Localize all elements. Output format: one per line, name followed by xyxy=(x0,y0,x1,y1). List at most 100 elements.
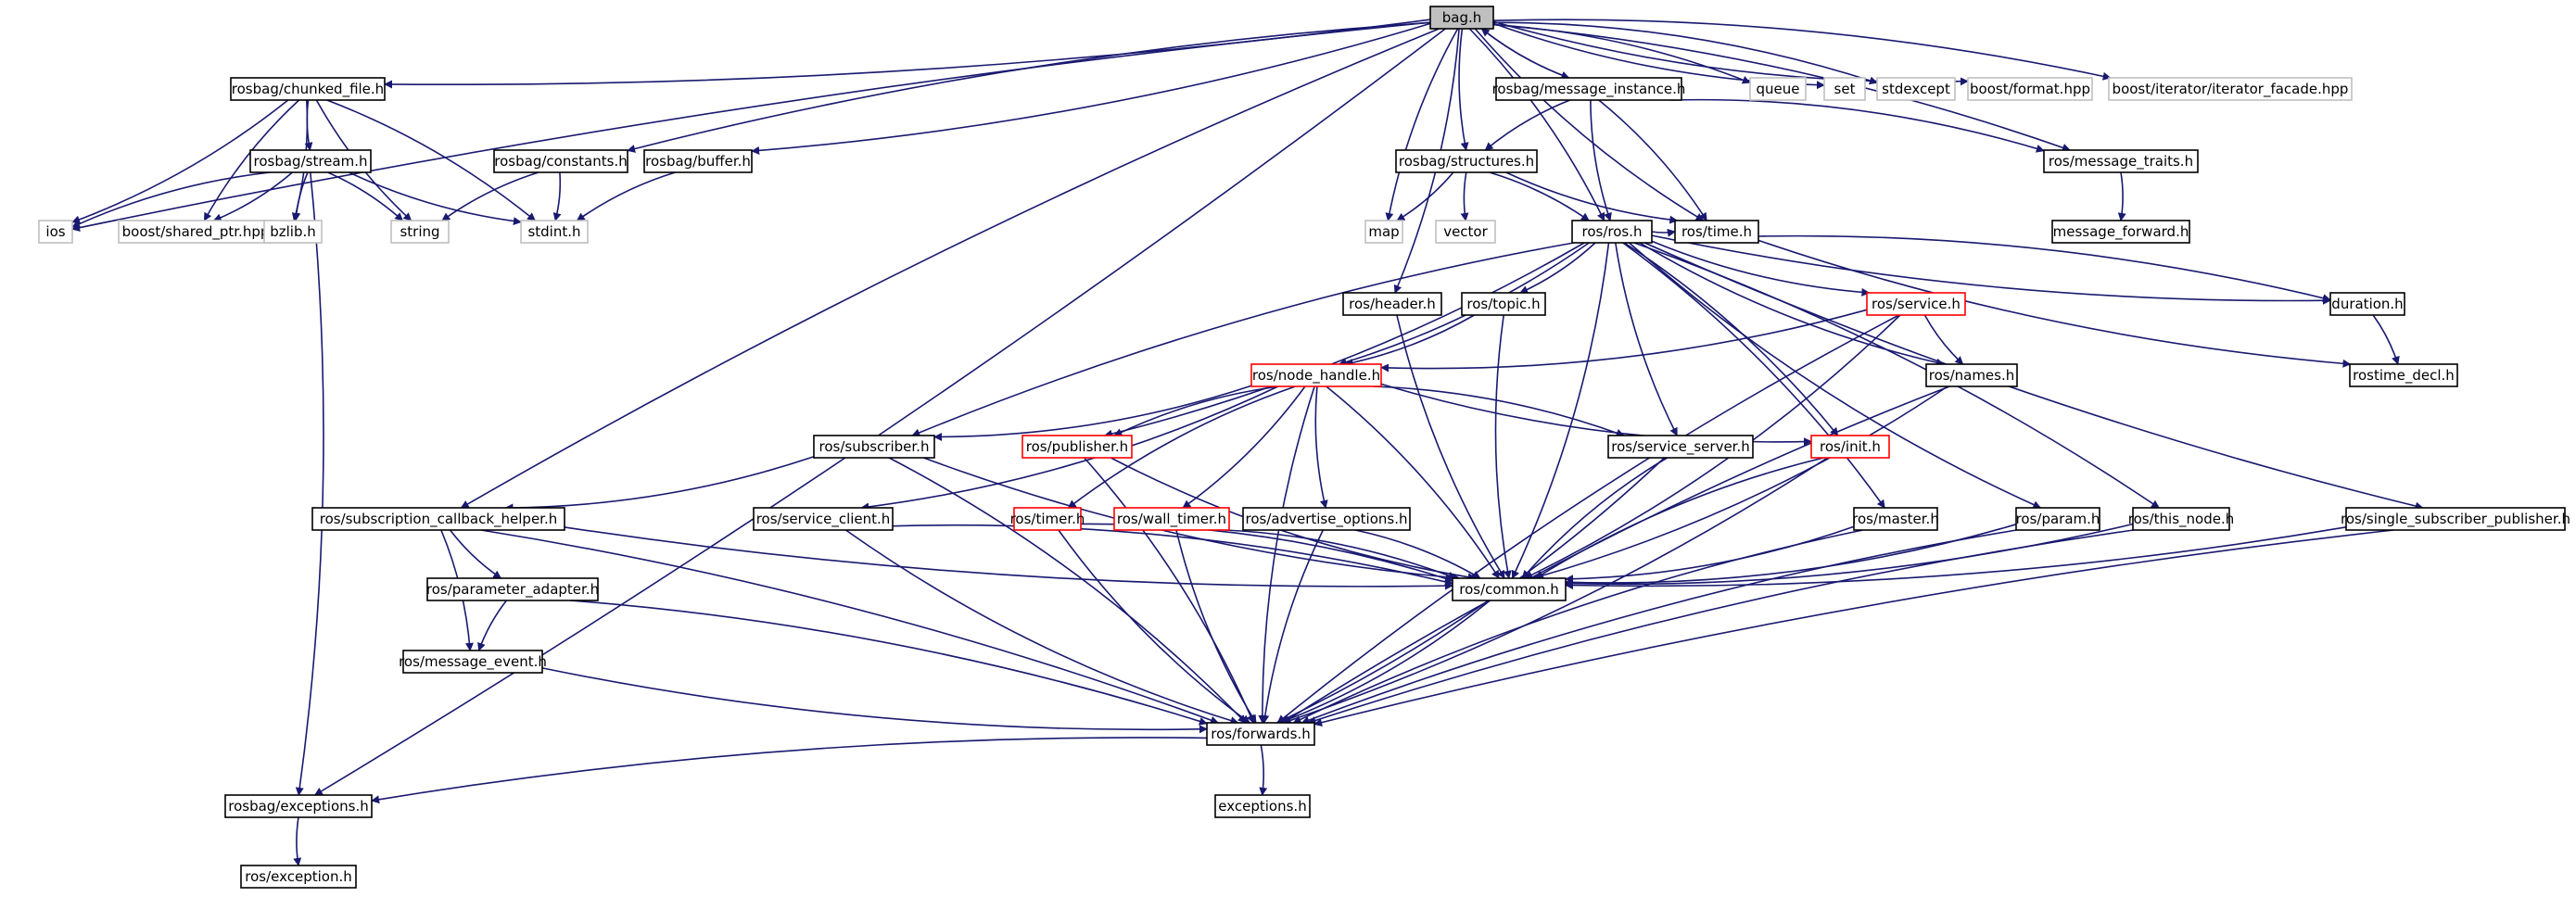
node-stream[interactable]: rosbag/stream.h xyxy=(249,149,372,173)
node-message_forward[interactable]: message_forward.h xyxy=(2051,220,2190,244)
node-stdint[interactable]: stdint.h xyxy=(520,220,589,244)
edge-message_instance-to-ros xyxy=(1590,99,1612,221)
node-label-boost_format: boost/format.hpp xyxy=(1970,81,2090,97)
node-map[interactable]: map xyxy=(1364,220,1403,244)
node-publisher[interactable]: ros/publisher.h xyxy=(1022,435,1133,459)
node-bag[interactable]: bag.h xyxy=(1429,6,1494,30)
node-chunked_file[interactable]: rosbag/chunked_file.h xyxy=(230,77,386,101)
edge-bag-to-ros xyxy=(1468,28,1605,221)
node-queue[interactable]: queue xyxy=(1749,77,1807,101)
node-parameter_adapter[interactable]: ros/parameter_adapter.h xyxy=(426,577,599,601)
edge-bag-to-message_instance xyxy=(1480,28,1570,80)
node-time[interactable]: ros/time.h xyxy=(1674,220,1759,244)
node-boost_iter[interactable]: boost/iterator/iterator_facade.hpp xyxy=(2108,77,2353,101)
node-label-common: ros/common.h xyxy=(1459,581,1559,598)
node-this_node[interactable]: ros/this_node.h xyxy=(2128,507,2234,531)
node-message_event[interactable]: ros/message_event.h xyxy=(399,650,547,674)
node-box-constants xyxy=(493,149,628,173)
node-advertise_options[interactable]: ros/advertise_options.h xyxy=(1242,507,1411,531)
edge-ros-to-single_sub_pub xyxy=(1643,242,2424,511)
node-message_instance[interactable]: rosbag/message_instance.h xyxy=(1492,77,1686,101)
node-single_sub_pub[interactable]: ros/single_subscriber_publisher.h xyxy=(2341,507,2570,531)
node-label-parameter_adapter: ros/parameter_adapter.h xyxy=(426,581,599,599)
node-stdexcept[interactable]: stdexcept xyxy=(1876,77,1956,101)
node-node_handle[interactable]: ros/node_handle.h xyxy=(1250,363,1382,387)
node-boost_format[interactable]: boost/format.hpp xyxy=(1967,77,2093,101)
edge-bag-to-constants xyxy=(627,21,1431,153)
node-timer[interactable]: ros/timer.h xyxy=(1010,507,1085,531)
node-box-service xyxy=(1866,292,1966,316)
edges-layer xyxy=(71,19,2424,866)
node-label-set: set xyxy=(1834,81,1856,97)
edge-stream-to-exceptions xyxy=(295,171,324,796)
node-label-chunked_file: rosbag/chunked_file.h xyxy=(232,81,384,98)
edge-bag-to-exceptions xyxy=(313,28,1446,796)
node-box-header xyxy=(1342,292,1442,316)
node-string[interactable]: string xyxy=(390,220,450,244)
node-box-duration xyxy=(2329,292,2405,316)
node-label-header: ros/header.h xyxy=(1349,296,1436,312)
node-label-vector: vector xyxy=(1443,223,1488,240)
node-names[interactable]: ros/names.h xyxy=(1925,363,2018,387)
node-bzlib[interactable]: bzlib.h xyxy=(263,220,323,244)
node-box-structures xyxy=(1395,149,1538,173)
node-exceptions[interactable]: rosbag/exceptions.h xyxy=(224,794,373,818)
node-structures[interactable]: rosbag/structures.h xyxy=(1395,149,1538,173)
node-exceptions_h[interactable]: exceptions.h xyxy=(1214,794,1311,818)
node-box-boost_format xyxy=(1967,77,2093,101)
node-vector[interactable]: vector xyxy=(1435,220,1496,244)
edge-common-to-forwards xyxy=(1278,600,1491,725)
edge-stream-to-shared_ptr xyxy=(212,171,293,222)
node-box-exceptions xyxy=(224,794,373,818)
node-wall_timer[interactable]: ros/wall_timer.h xyxy=(1113,507,1230,531)
node-box-timer xyxy=(1013,507,1082,531)
node-label-master: ros/master.h xyxy=(1852,511,1939,527)
node-header[interactable]: ros/header.h xyxy=(1342,292,1442,316)
node-forwards[interactable]: ros/forwards.h xyxy=(1206,722,1315,746)
node-box-parameter_adapter xyxy=(426,577,599,601)
node-subscriber[interactable]: ros/subscriber.h xyxy=(813,435,935,459)
edge-bag-to-time xyxy=(1474,28,1705,221)
node-box-stream xyxy=(249,149,372,173)
edge-ros-to-names xyxy=(1639,242,1945,367)
node-ros[interactable]: ros/ros.h xyxy=(1571,220,1653,244)
node-constants[interactable]: rosbag/constants.h xyxy=(493,149,628,173)
node-ios[interactable]: ios xyxy=(38,220,73,244)
node-param[interactable]: ros/param.h xyxy=(2015,507,2100,531)
edge-node_handle-to-service_client xyxy=(860,385,1279,512)
node-service_client[interactable]: ros/service_client.h xyxy=(753,507,894,531)
edge-topic-to-node_handle xyxy=(1344,314,1475,367)
node-label-message_instance: rosbag/message_instance.h xyxy=(1492,81,1686,98)
node-box-stdexcept xyxy=(1876,77,1956,101)
node-label-boost_iter: boost/iterator/iterator_facade.hpp xyxy=(2113,81,2349,98)
node-service[interactable]: ros/service.h xyxy=(1866,292,1966,316)
edge-message_instance-to-time xyxy=(1598,99,1707,221)
node-shared_ptr[interactable]: boost/shared_ptr.hpp xyxy=(118,220,273,244)
node-duration[interactable]: duration.h xyxy=(2329,292,2405,316)
node-message_traits[interactable]: ros/message_traits.h xyxy=(2043,149,2199,173)
node-label-param: ros/param.h xyxy=(2016,511,2100,527)
node-service_server[interactable]: ros/service_server.h xyxy=(1607,435,1754,459)
node-sub_cb_helper[interactable]: ros/subscription_callback_helper.h xyxy=(311,507,565,531)
edge-sub_cb_helper-to-forwards xyxy=(480,529,1219,725)
node-init[interactable]: ros/init.h xyxy=(1810,435,1890,459)
node-label-exception: ros/exception.h xyxy=(245,868,351,885)
node-label-wall_timer: ros/wall_timer.h xyxy=(1117,511,1226,528)
edge-message_event-to-forwards xyxy=(541,667,1208,734)
edge-time-to-rostime_decl xyxy=(1758,239,2352,368)
node-label-stdint: stdint.h xyxy=(527,223,580,240)
node-rostime_decl[interactable]: rostime_decl.h xyxy=(2349,363,2458,387)
edge-bag-to-map xyxy=(1385,28,1459,221)
node-master[interactable]: ros/master.h xyxy=(1852,507,1939,531)
edge-service-to-forwards xyxy=(1276,314,1900,724)
node-box-stdint xyxy=(520,220,589,244)
node-topic[interactable]: ros/topic.h xyxy=(1461,292,1546,316)
edge-parameter_adapter-to-forwards xyxy=(570,600,1208,726)
node-set[interactable]: set xyxy=(1823,77,1866,101)
node-label-constants: rosbag/constants.h xyxy=(494,153,627,170)
node-box-bzlib xyxy=(263,220,323,244)
edge-bag-to-buffer xyxy=(751,22,1431,155)
node-common[interactable]: ros/common.h xyxy=(1452,577,1567,601)
node-buffer[interactable]: rosbag/buffer.h xyxy=(643,149,753,173)
node-exception[interactable]: ros/exception.h xyxy=(240,865,357,889)
